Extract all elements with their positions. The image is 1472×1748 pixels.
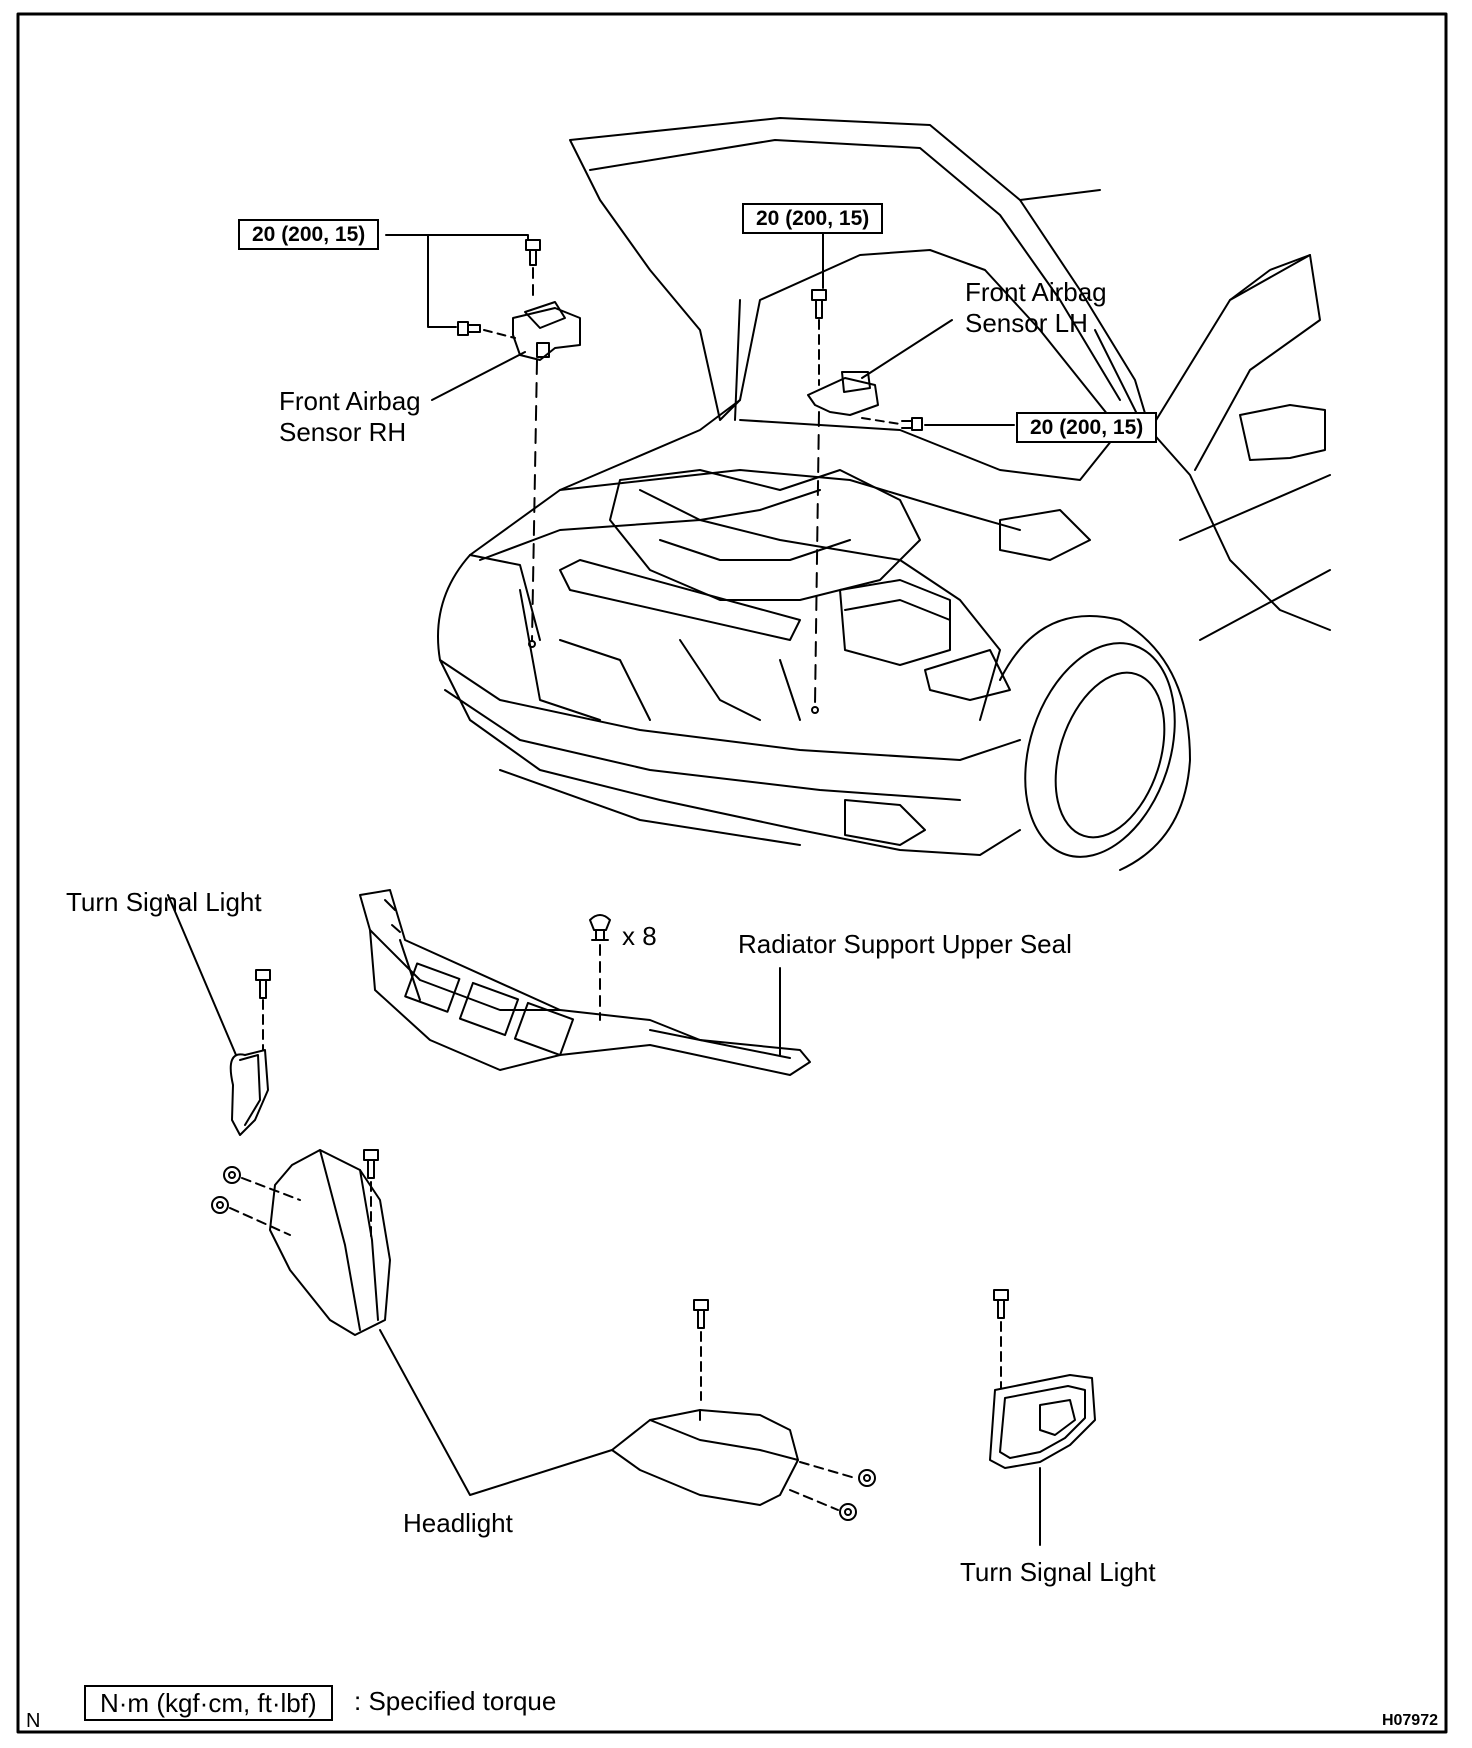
left-headlight-nut-2 — [211, 1196, 229, 1214]
airbag-sensor-lh-assembly — [807, 226, 1015, 714]
rh-sensor-bracket — [512, 307, 581, 361]
windshield — [1149, 254, 1321, 471]
label-front-airbag-sensor-rh: Front Airbag Sensor RH — [279, 386, 421, 447]
left-fender — [469, 399, 741, 556]
headlight-right-part — [611, 1299, 876, 1521]
right-headlight-bolt — [693, 1299, 709, 1329]
left-signal-screw — [255, 969, 271, 999]
torque-spec-rh-sensor: 20 (200, 15) — [238, 219, 380, 250]
page-border — [16, 12, 1448, 1734]
label-turn-signal-light-right: Turn Signal Light — [960, 1557, 1156, 1587]
battery — [839, 579, 951, 666]
right-headlight-nut-1 — [858, 1469, 876, 1487]
legend-description: : Specified torque — [354, 1686, 557, 1716]
headlight-leader-lines — [379, 1329, 613, 1496]
label-radiator-support-upper-seal: Radiator Support Upper Seal — [738, 929, 1072, 959]
engine-block — [609, 469, 921, 601]
label-turn-signal-light-left: Turn Signal Light — [66, 887, 262, 917]
rh-top-bolt — [525, 239, 541, 266]
turn-signal-light-left-part — [167, 894, 271, 1136]
fog-light — [844, 799, 926, 846]
torque-spec-lh-sensor-side: 20 (200, 15) — [1016, 412, 1158, 443]
legend-torque-units: N·m (kgf·cm, ft·lbf) — [84, 1685, 333, 1721]
car-body-side — [1149, 429, 1331, 631]
figure-code: H07972 — [1381, 1712, 1438, 1729]
car-headlight — [924, 649, 1011, 701]
label-headlight: Headlight — [403, 1508, 513, 1538]
car-illustration — [437, 117, 1331, 871]
seal-clip-icon — [589, 914, 611, 941]
lh-top-bolt — [811, 289, 827, 319]
torque-spec-lh-sensor-top: 20 (200, 15) — [742, 203, 884, 234]
right-headlight-nut-2 — [839, 1503, 857, 1521]
label-front-airbag-sensor-lh: Front Airbag Sensor LH — [965, 277, 1107, 338]
corner-mark: N — [26, 1710, 41, 1732]
left-headlight-bolt — [363, 1149, 379, 1179]
headlight-left-part — [211, 1149, 391, 1336]
right-fender — [739, 419, 1121, 481]
label-clip-count: x 8 — [622, 921, 657, 951]
engine-bay-outline — [479, 519, 1001, 721]
right-signal-screw — [993, 1289, 1009, 1319]
airbag-sensor-rh-assembly — [385, 234, 581, 648]
radiator-support-upper-seal-part — [359, 889, 811, 1076]
open-hood — [569, 117, 1151, 431]
front-bumper — [437, 554, 1021, 856]
turn-signal-light-right-part — [989, 1289, 1096, 1546]
lh-side-bolt — [901, 417, 923, 431]
radiator-support — [559, 559, 801, 641]
lh-sensor-bracket — [807, 377, 879, 416]
side-mirror — [1239, 404, 1326, 461]
front-wheel — [1024, 642, 1176, 858]
wheel-arch — [999, 615, 1191, 871]
rh-side-bolt — [457, 321, 481, 336]
left-headlight-nut-1 — [223, 1166, 241, 1184]
